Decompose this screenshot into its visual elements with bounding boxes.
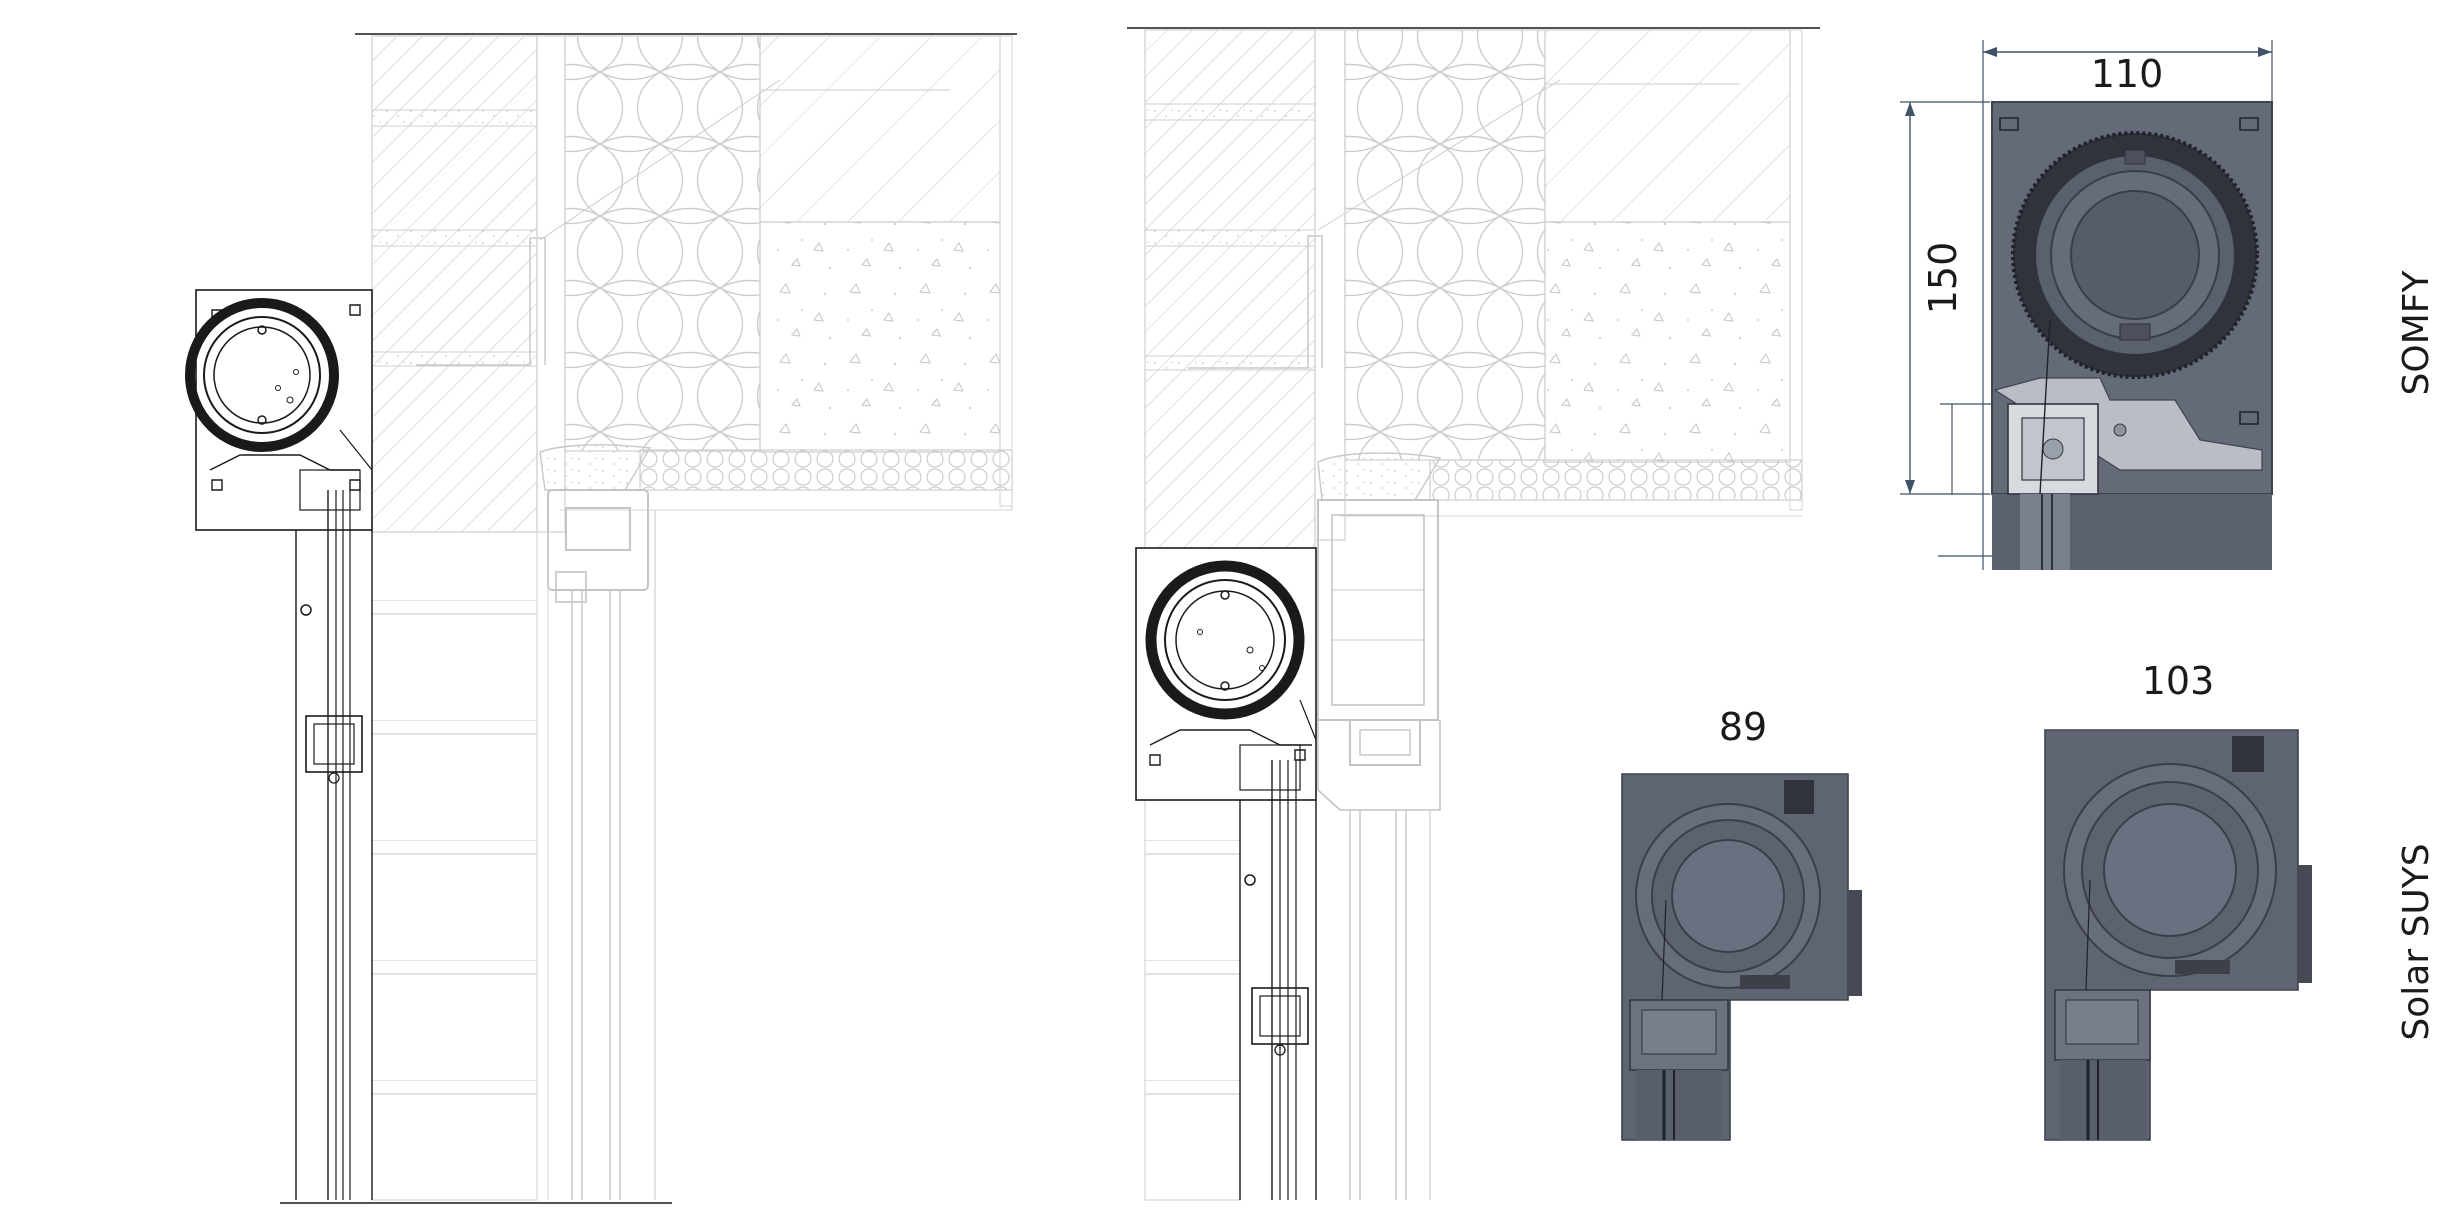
roller-shutter-box-left — [185, 289, 373, 531]
somfy-width-label: 110 — [2091, 52, 2164, 96]
suys-small-width-label: 89 — [1719, 705, 1767, 749]
section-drawing-middle — [1127, 27, 1820, 1201]
suys-motor-large — [2044, 729, 2312, 1141]
guide-rail-middle — [1239, 760, 1317, 1200]
suys-motor-small — [1621, 773, 1862, 1141]
somfy-height-label: 150 — [1921, 242, 1965, 315]
somfy-motor-detail — [1900, 40, 2273, 570]
suys-large-width-label: 103 — [2142, 659, 2215, 703]
roller-shutter-box-middle — [1135, 547, 1317, 801]
suys-side-label: Solar SUYS — [2396, 843, 2437, 1040]
guide-rail-left — [295, 490, 373, 1200]
somfy-side-label: SOMFY — [2396, 270, 2437, 396]
section-drawing-left — [185, 33, 1017, 1204]
